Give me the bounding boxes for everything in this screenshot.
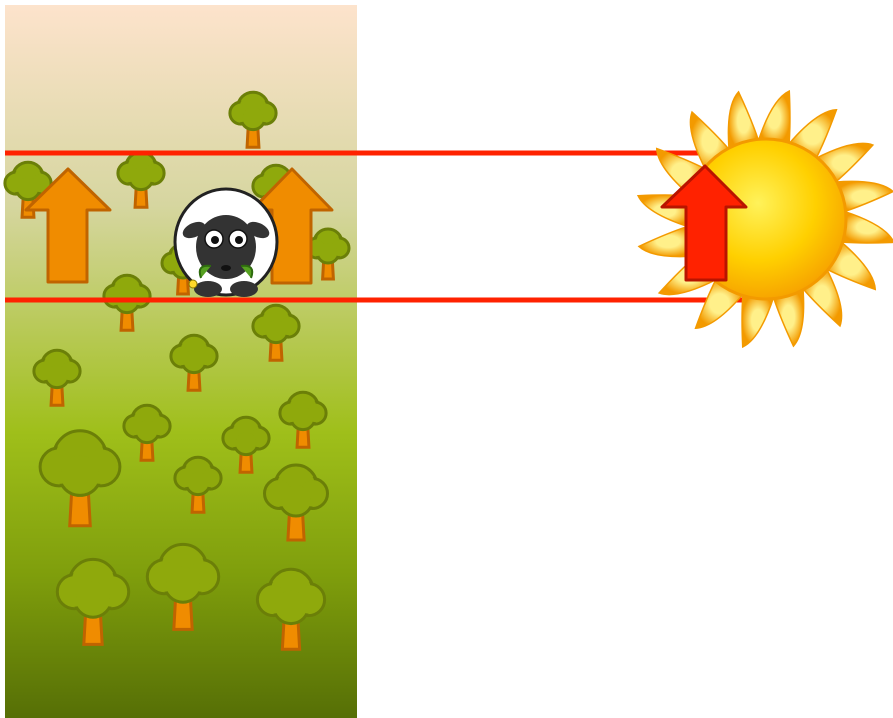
- sun-ray: [741, 292, 775, 349]
- tree-icon: [55, 557, 131, 646]
- sun-up-arrow: [660, 164, 748, 282]
- up-arrow-left: [24, 167, 112, 284]
- sun-ray: [833, 180, 893, 213]
- tree-icon: [122, 403, 172, 462]
- tree-icon: [228, 90, 278, 149]
- sun-ray: [839, 210, 893, 244]
- sun-ray: [772, 286, 805, 348]
- tree-icon: [251, 303, 301, 362]
- tree-icon: [173, 455, 223, 514]
- tree-icon: [278, 390, 328, 449]
- sheep-character: [173, 187, 279, 297]
- tree-icon: [221, 415, 271, 474]
- sun-ray: [637, 225, 699, 258]
- tree-icon: [38, 429, 122, 528]
- sun-ray: [727, 90, 760, 152]
- tree-icon: [305, 227, 351, 281]
- tree-icon: [3, 160, 53, 219]
- tree-icon: [169, 333, 219, 392]
- sun-ray: [757, 89, 791, 146]
- sun-icon: [636, 89, 893, 349]
- tree-icon: [145, 542, 221, 631]
- tree-icon: [255, 567, 327, 651]
- tree-icon: [116, 150, 166, 209]
- tree-icon: [263, 463, 329, 542]
- tree-icon: [32, 348, 82, 407]
